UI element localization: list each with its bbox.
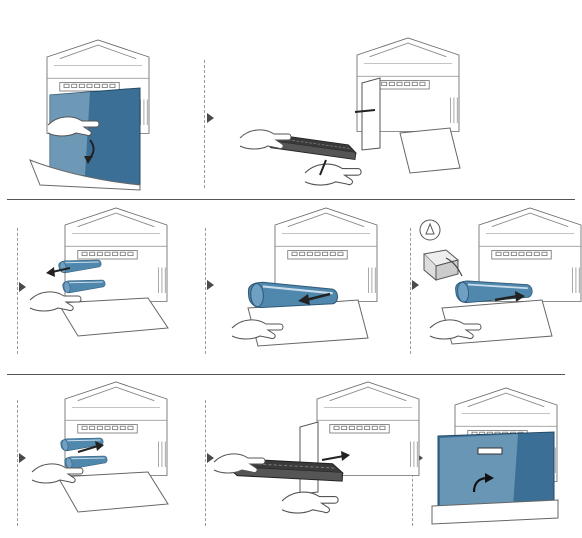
step-push-toner-cartridge-in — [57, 381, 169, 513]
pointer-arrow-icon — [207, 113, 214, 123]
step-close-front-cover — [431, 387, 559, 525]
hand-icon — [239, 129, 292, 150]
row-divider-2 — [7, 374, 565, 375]
pointer-arrow-icon — [416, 453, 423, 463]
row-divider-1 — [7, 199, 575, 200]
step-separator — [205, 400, 206, 526]
motion-arrow-icon — [515, 291, 525, 302]
motion-arrow-icon — [341, 451, 350, 461]
step-separator — [410, 228, 411, 354]
pointer-arrow-icon — [207, 453, 214, 463]
pointer-arrow-icon — [19, 282, 26, 292]
hand-icon — [304, 163, 362, 186]
hand-icon — [281, 491, 339, 514]
step-open-front-cover — [29, 39, 150, 191]
step-pull-out-imaging-unit — [356, 37, 461, 174]
pointer-arrow-icon — [412, 280, 419, 290]
step-separator — [204, 60, 205, 188]
motion-arrow-icon — [354, 109, 376, 113]
step-separator — [205, 228, 206, 354]
motion-arrow-icon — [84, 156, 93, 164]
pointer-arrow-icon — [207, 280, 214, 290]
hand-icon — [213, 453, 266, 474]
step-separator — [17, 400, 18, 526]
motion-arrow-icon — [298, 294, 310, 305]
motion-arrow-icon — [95, 441, 104, 451]
recycle-box-icon — [419, 219, 460, 282]
step-remove-toner-cartridge — [57, 207, 169, 337]
step-separator — [17, 228, 18, 354]
motion-arrow-icon — [485, 473, 494, 483]
motion-arrow-icon — [46, 267, 55, 277]
pointer-arrow-icon — [19, 453, 26, 463]
